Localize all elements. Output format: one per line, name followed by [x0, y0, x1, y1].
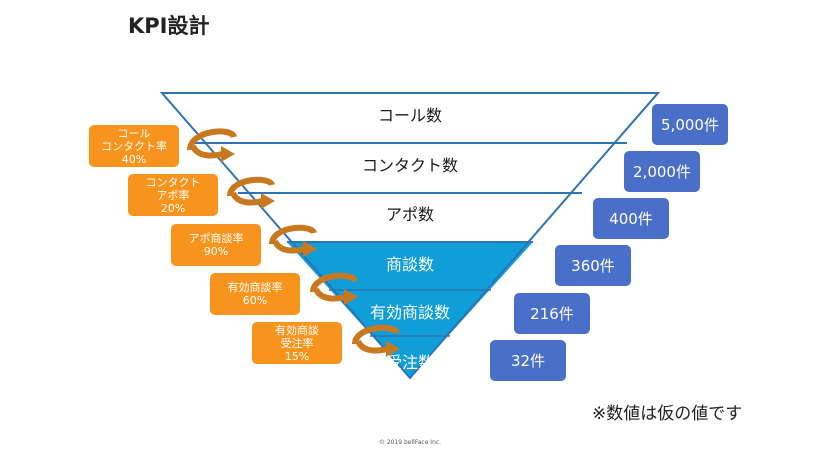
count-box-orders: 32件 [490, 340, 566, 381]
rate-box-contact: コール コンタクト率 40% [89, 125, 179, 167]
rate-box-line: 受注率 [280, 336, 314, 350]
copyright: © 2019 bellFace Inc. [378, 439, 442, 446]
rate-box-line: コール [117, 126, 151, 140]
rate-box-line: アポ率 [156, 188, 190, 202]
rate-box-line: 60% [242, 294, 268, 307]
conversion-arrow [352, 324, 400, 357]
rate-box-line: コンタクト [145, 175, 201, 189]
count-box-contacts: 2,000件 [624, 151, 700, 192]
rate-box-line: 有効商談率 [227, 281, 283, 294]
rate-box-line: 15% [284, 349, 310, 363]
rate-box-order: 有効商談 受注率 15% [252, 322, 342, 364]
rate-box-line: 20% [160, 201, 186, 215]
rate-box-valid-meeting: 有効商談率 60% [210, 273, 300, 315]
funnel-outline [159, 92, 661, 380]
rate-box-line: 有効商談 [275, 323, 319, 337]
rate-box-appointment: コンタクト アポ率 20% [128, 174, 218, 216]
disclaimer-note: ※数値は仮の値です [592, 404, 743, 424]
conversion-arrow [310, 272, 358, 305]
rate-box-line: 90% [203, 245, 229, 258]
stage-label-meetings: 商談数 [385, 255, 434, 274]
count-box-meetings: 360件 [555, 245, 631, 286]
rate-box-line: 40% [121, 152, 147, 166]
count-box-valid-meetings: 216件 [514, 293, 590, 334]
stage-label-calls: コール数 [377, 106, 442, 125]
stage-label-valid-meetings: 有効商談数 [369, 303, 450, 322]
rate-box-meeting: アポ商談率 90% [171, 224, 261, 266]
stage-label-contacts: コンタクト数 [361, 156, 458, 175]
conversion-arrow [269, 224, 317, 257]
conversion-arrow [187, 128, 237, 162]
rate-box-line: アポ商談率 [188, 232, 244, 245]
page-title: KPI設計 [128, 14, 210, 38]
conversion-arrow [227, 176, 275, 209]
count-box-appointments: 400件 [593, 198, 669, 239]
count-box-calls: 5,000件 [652, 104, 728, 145]
rate-box-line: コンタクト率 [101, 139, 167, 153]
stage-label-orders: 受注数 [385, 353, 434, 372]
stage-label-appointments: アポ数 [385, 205, 434, 224]
